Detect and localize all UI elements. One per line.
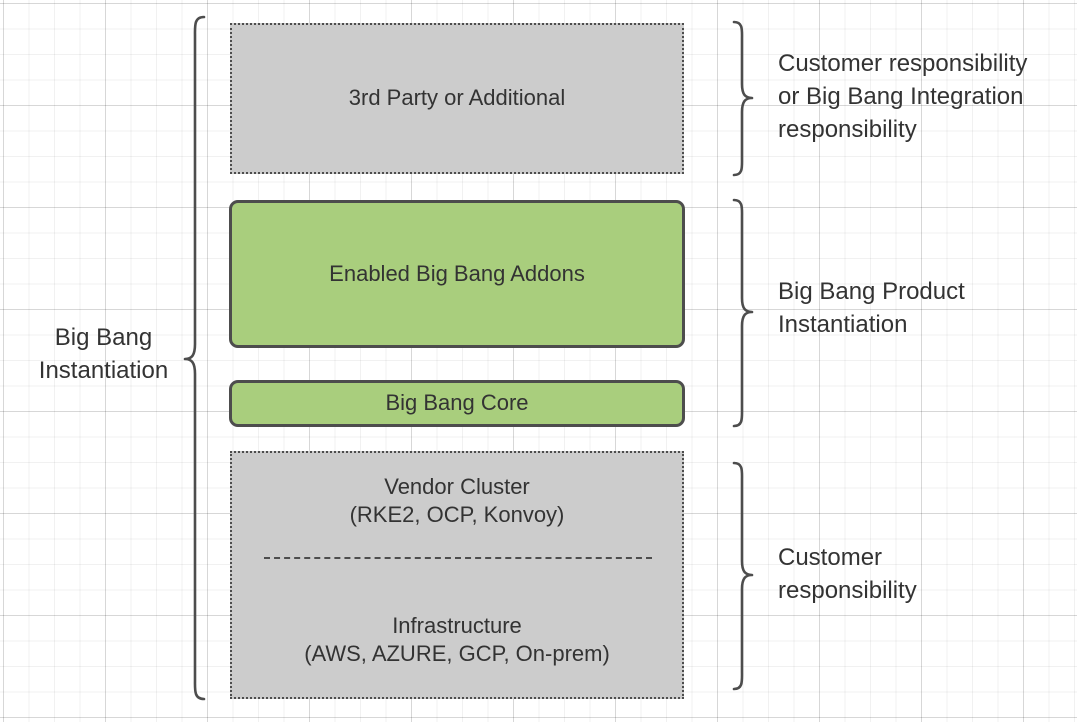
infrastructure-label-line1: Infrastructure xyxy=(392,613,522,639)
layer-inner-divider xyxy=(264,557,652,559)
layer-big-bang-core-box[interactable]: Big Bang Core xyxy=(229,380,685,427)
infrastructure-label-line2: (AWS, AZURE, GCP, On-prem) xyxy=(304,641,610,667)
right-brace-customer-or-integration xyxy=(732,20,754,177)
layer-vendor-infrastructure-box[interactable]: Vendor Cluster (RKE2, OCP, Konvoy) Infra… xyxy=(230,451,684,699)
layer-enabled-addons-label: Enabled Big Bang Addons xyxy=(329,260,585,286)
layer-third-party-box[interactable]: 3rd Party or Additional xyxy=(230,23,684,174)
vendor-cluster-label-line2: (RKE2, OCP, Konvoy) xyxy=(349,502,565,528)
left-bracket-label: Big Bang Instantiation xyxy=(38,324,169,384)
left-brace xyxy=(183,15,206,701)
vendor-cluster-label-line1: Vendor Cluster xyxy=(384,474,530,499)
right-bracket-label-customer-responsibility: Customer responsibility xyxy=(778,544,917,604)
right-brace-product-instantiation xyxy=(732,198,754,428)
layer-third-party-label: 3rd Party or Additional xyxy=(348,85,566,111)
layer-big-bang-core-label: Big Bang Core xyxy=(385,390,529,416)
right-brace-customer-responsibility xyxy=(732,461,754,691)
layer-enabled-addons-box[interactable]: Enabled Big Bang Addons xyxy=(229,200,685,348)
right-bracket-label-customer-or-integration: Customer responsibility or Big Bang Inte… xyxy=(778,50,1028,143)
right-bracket-label-product-instantiation: Big Bang Product Instantiation xyxy=(778,278,965,338)
